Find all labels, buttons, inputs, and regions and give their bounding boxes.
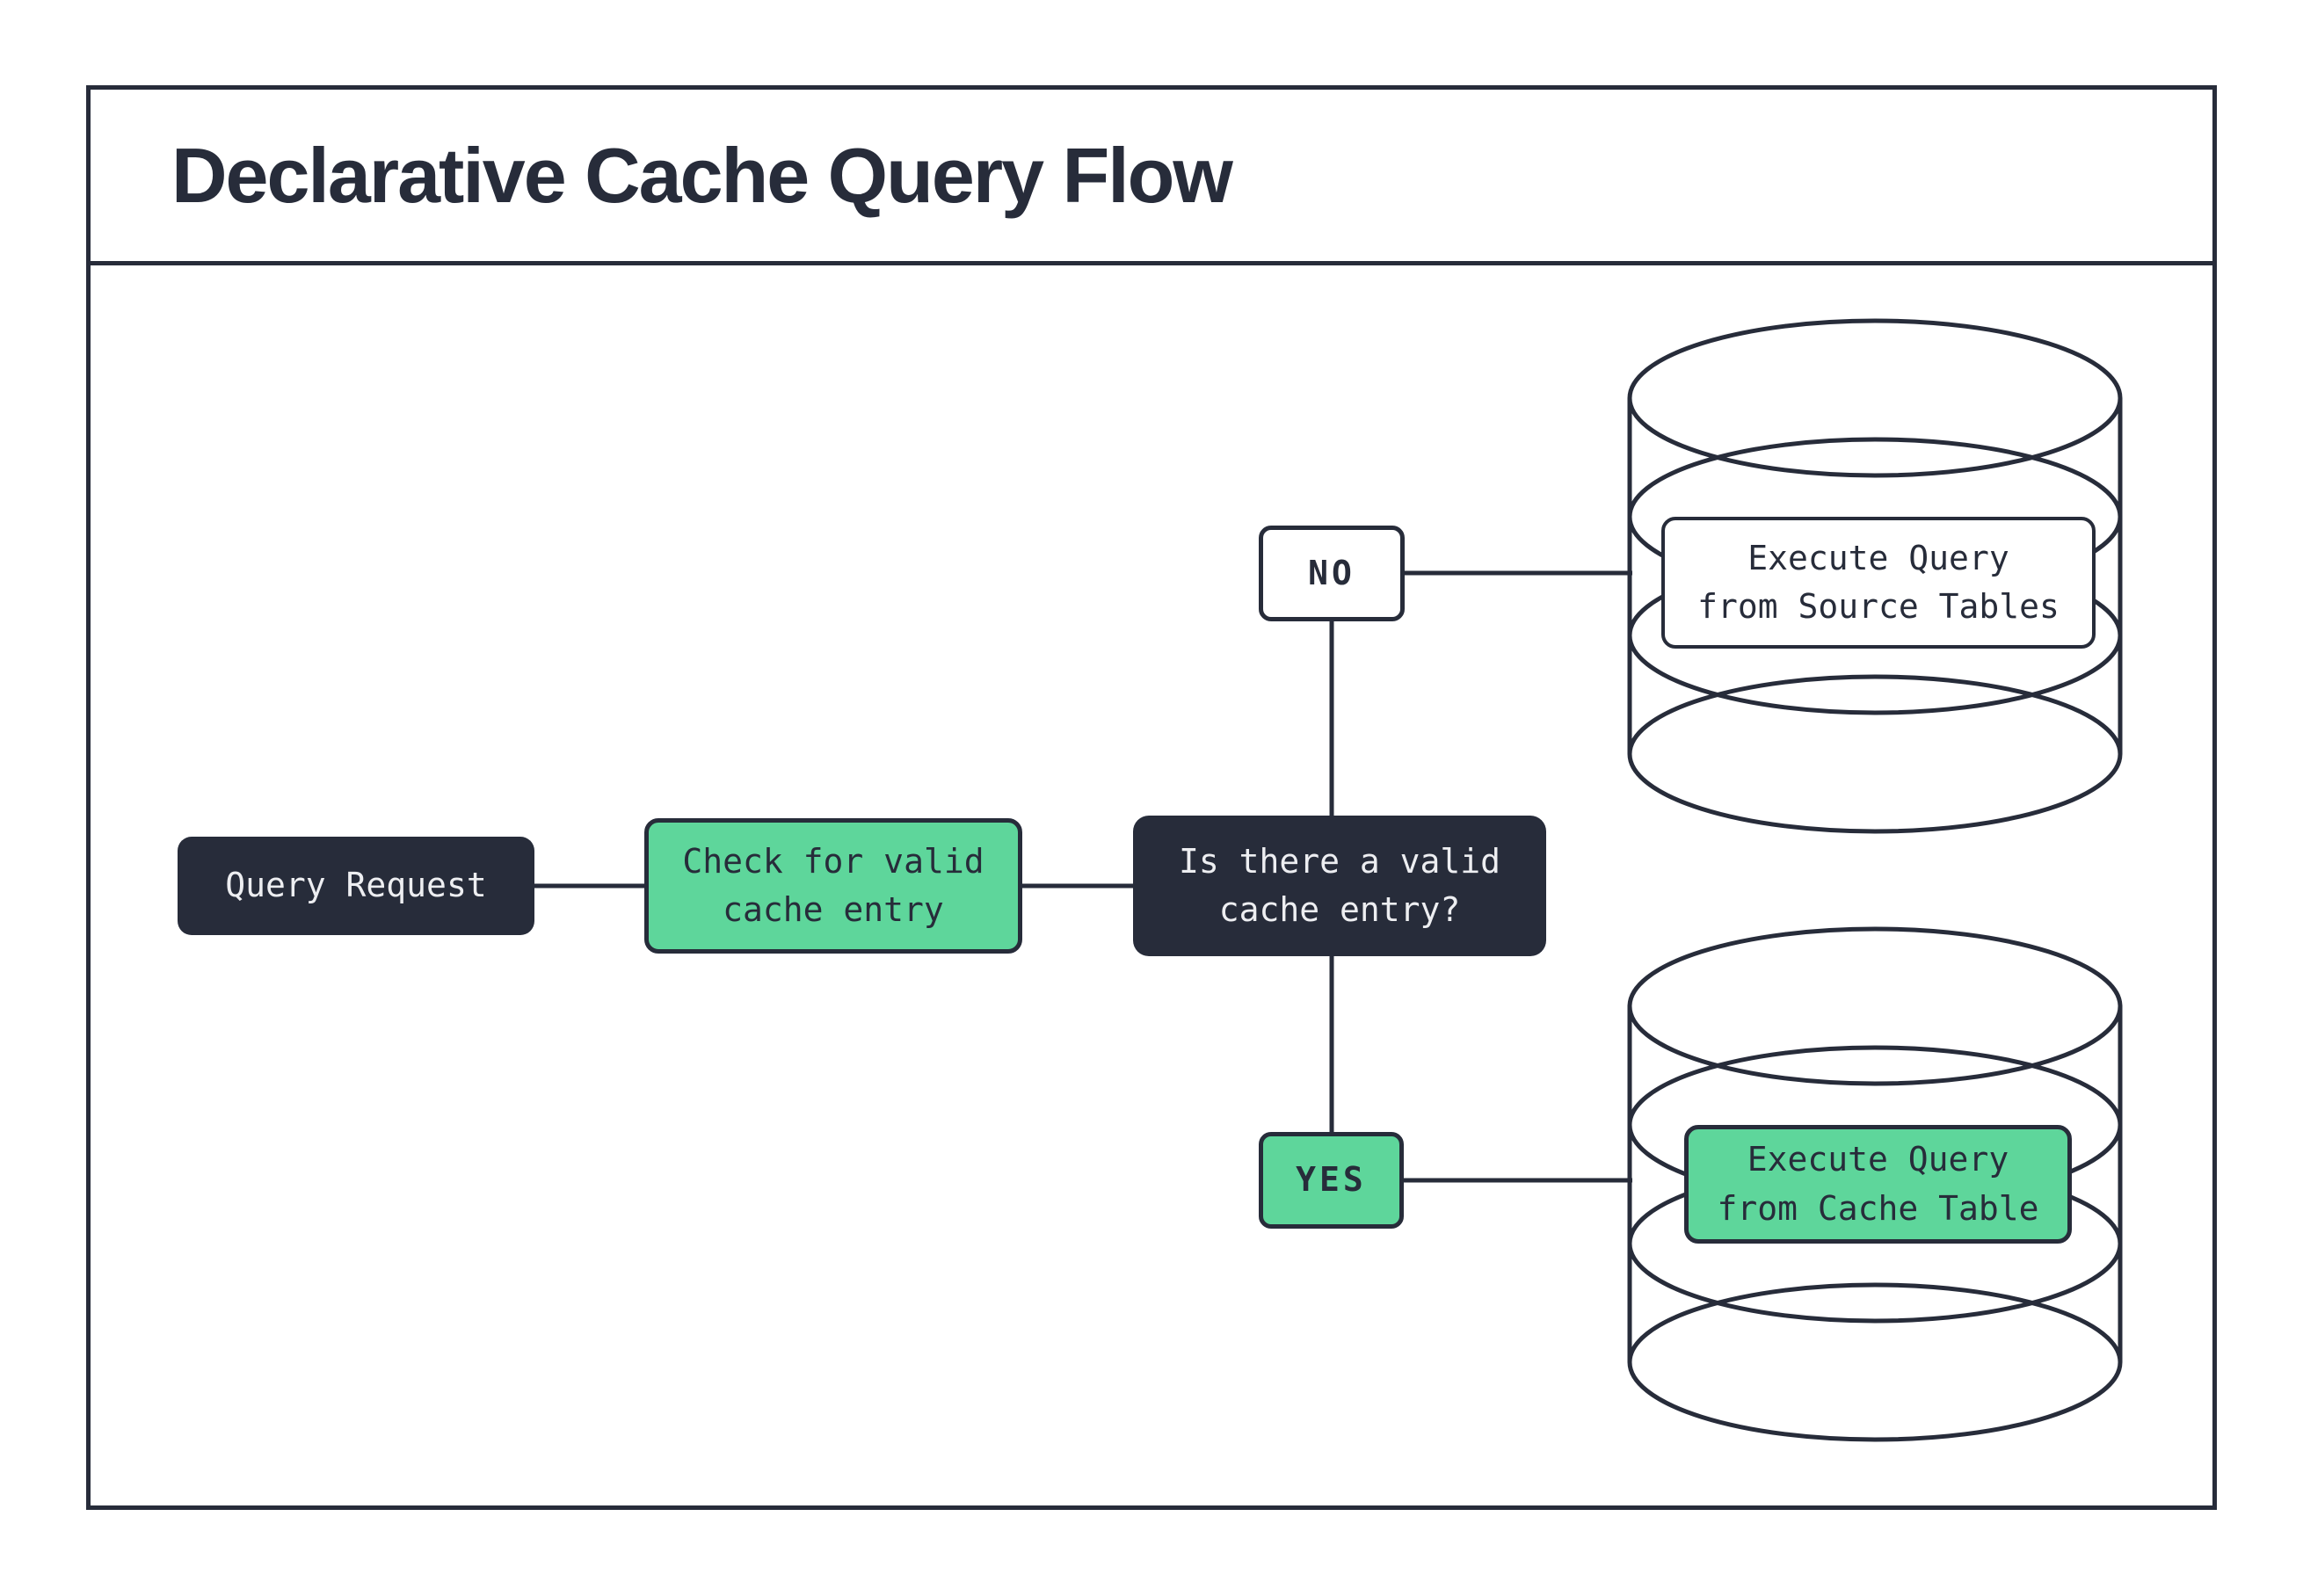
- node-branch-yes: YES: [1259, 1132, 1404, 1229]
- diagram-header: Declarative Cache Query Flow: [91, 90, 2212, 265]
- node-check-cache: Check for valid cache entry: [644, 818, 1022, 954]
- node-decision-valid-cache: Is there a valid cache entry?: [1133, 816, 1546, 956]
- database-cylinder-cache: [1627, 926, 2123, 1442]
- node-execute-source-tables: Execute Query from Source Tables: [1661, 517, 2096, 649]
- node-branch-no: NO: [1259, 526, 1405, 621]
- node-execute-cache-table: Execute Query from Cache Table: [1684, 1125, 2072, 1244]
- diagram-frame: Declarative Cache Query Flow: [86, 85, 2217, 1510]
- node-query-request: Query Request: [178, 837, 534, 935]
- page-title: Declarative Cache Query Flow: [171, 131, 1233, 219]
